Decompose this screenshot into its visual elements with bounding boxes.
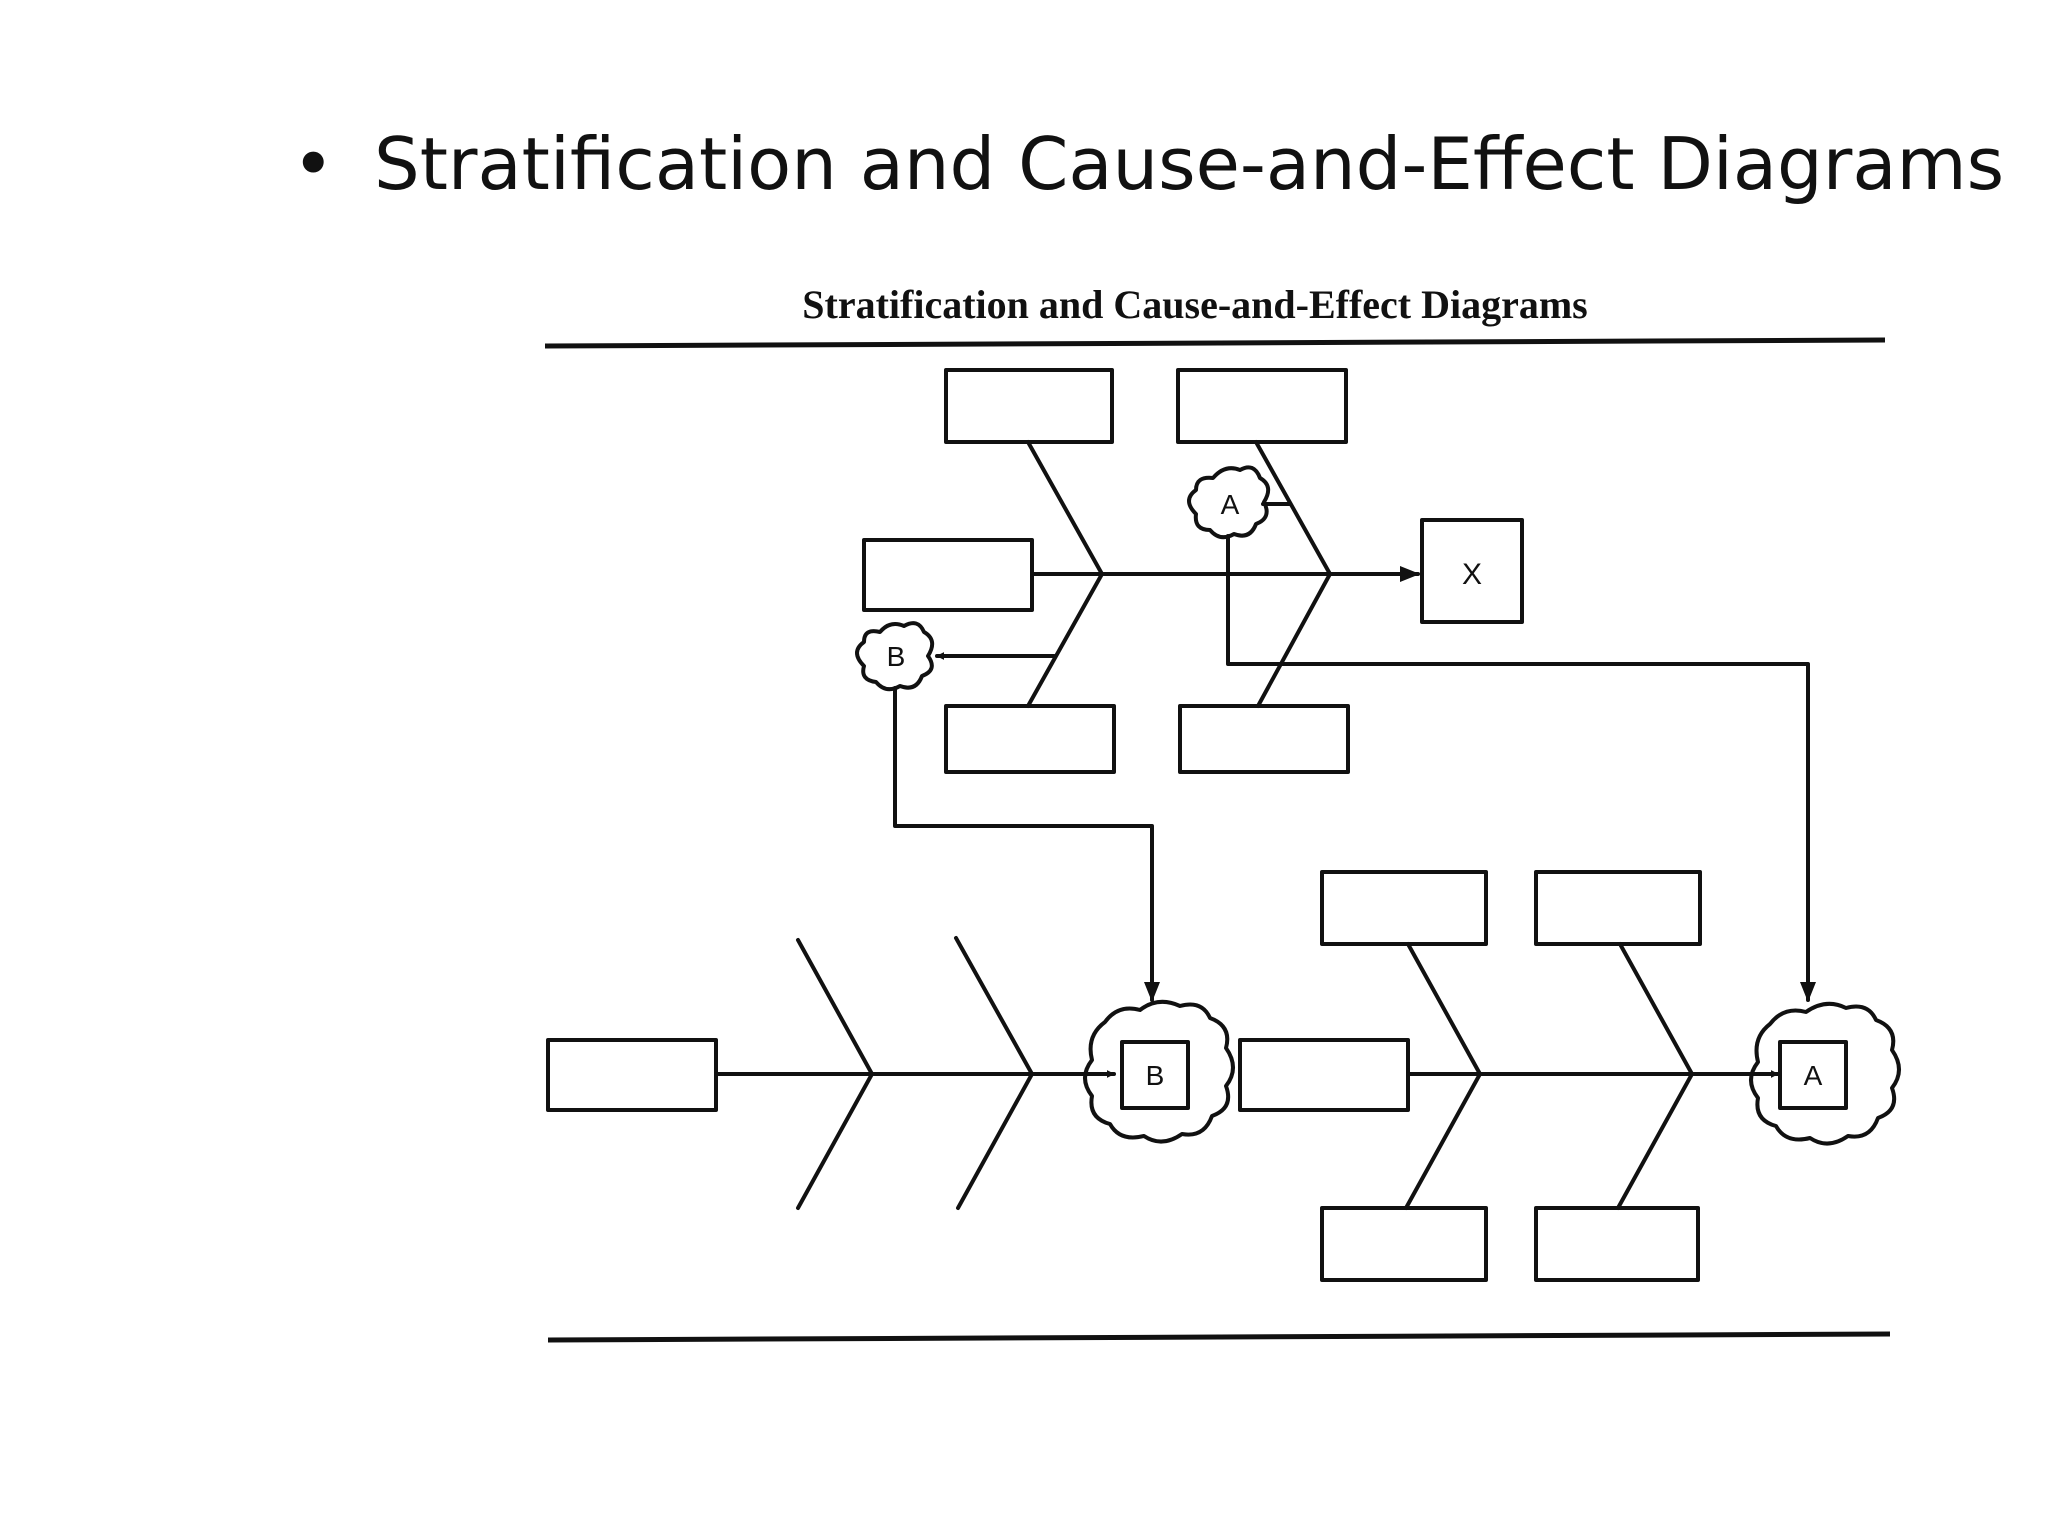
top-marker-b-cloud [855, 621, 935, 692]
bottom-right-effect-label: A [1804, 1060, 1823, 1091]
bottom-left-bone-upper-2 [954, 936, 1034, 1076]
top-cause-box-1 [944, 368, 1114, 444]
top-cause-box-5 [1178, 704, 1350, 774]
bottom-right-cause-box-2 [1534, 870, 1702, 946]
bottom-left-fishbone [546, 936, 1235, 1210]
bottom-right-bone-lower-1 [1404, 1072, 1482, 1210]
top-cause-box-3 [862, 538, 1034, 612]
top-cause-box-2 [1176, 368, 1348, 444]
top-marker-a-label: A [1221, 489, 1240, 520]
bottom-left-effect-label: B [1146, 1060, 1165, 1091]
top-bone-upper-1 [1026, 440, 1104, 576]
top-fishbone [855, 368, 1524, 774]
bottom-right-effect-box [1778, 1040, 1848, 1110]
top-cause-box-4 [944, 704, 1116, 774]
bottom-left-head-box [546, 1038, 718, 1112]
top-effect-label: X [1462, 558, 1482, 591]
bottom-right-effect-cloud [1749, 1001, 1901, 1146]
bottom-right-bone-upper-2 [1618, 942, 1694, 1076]
bottom-left-effect-box [1120, 1040, 1190, 1110]
bottom-right-fishbone [1238, 870, 1901, 1282]
top-effect-box [1420, 518, 1524, 624]
bullet-glyph: • [292, 122, 335, 206]
figure-caption: Stratification and Cause-and-Effect Diag… [802, 282, 1588, 327]
bottom-right-cause-box-3 [1320, 1206, 1488, 1282]
figure-bottom-rule [547, 1331, 1891, 1343]
bottom-left-effect-cloud [1083, 999, 1235, 1144]
connector-a [1226, 534, 1816, 1002]
top-bone-lower-2 [1256, 572, 1332, 708]
bottom-left-bone-lower-1 [796, 1072, 874, 1210]
bottom-right-head-box [1238, 1038, 1410, 1112]
connector-b [893, 686, 1160, 1002]
bottom-right-bone-lower-2 [1616, 1072, 1694, 1210]
top-bone-upper-2 [1254, 440, 1332, 576]
bottom-right-cause-box-1 [1320, 870, 1488, 946]
bottom-left-bone-lower-2 [956, 1072, 1034, 1210]
bottom-right-bone-upper-1 [1406, 942, 1482, 1076]
bottom-right-cause-box-4 [1534, 1206, 1700, 1282]
top-marker-b-label: B [887, 641, 906, 672]
slide-title-text: Stratification and Cause-and-Effect Diag… [374, 122, 2005, 206]
figure-top-rule [544, 337, 1886, 349]
bottom-left-bone-upper-1 [796, 938, 874, 1076]
top-bone-lower-1 [1026, 572, 1104, 708]
top-marker-a-cloud [1187, 465, 1271, 540]
